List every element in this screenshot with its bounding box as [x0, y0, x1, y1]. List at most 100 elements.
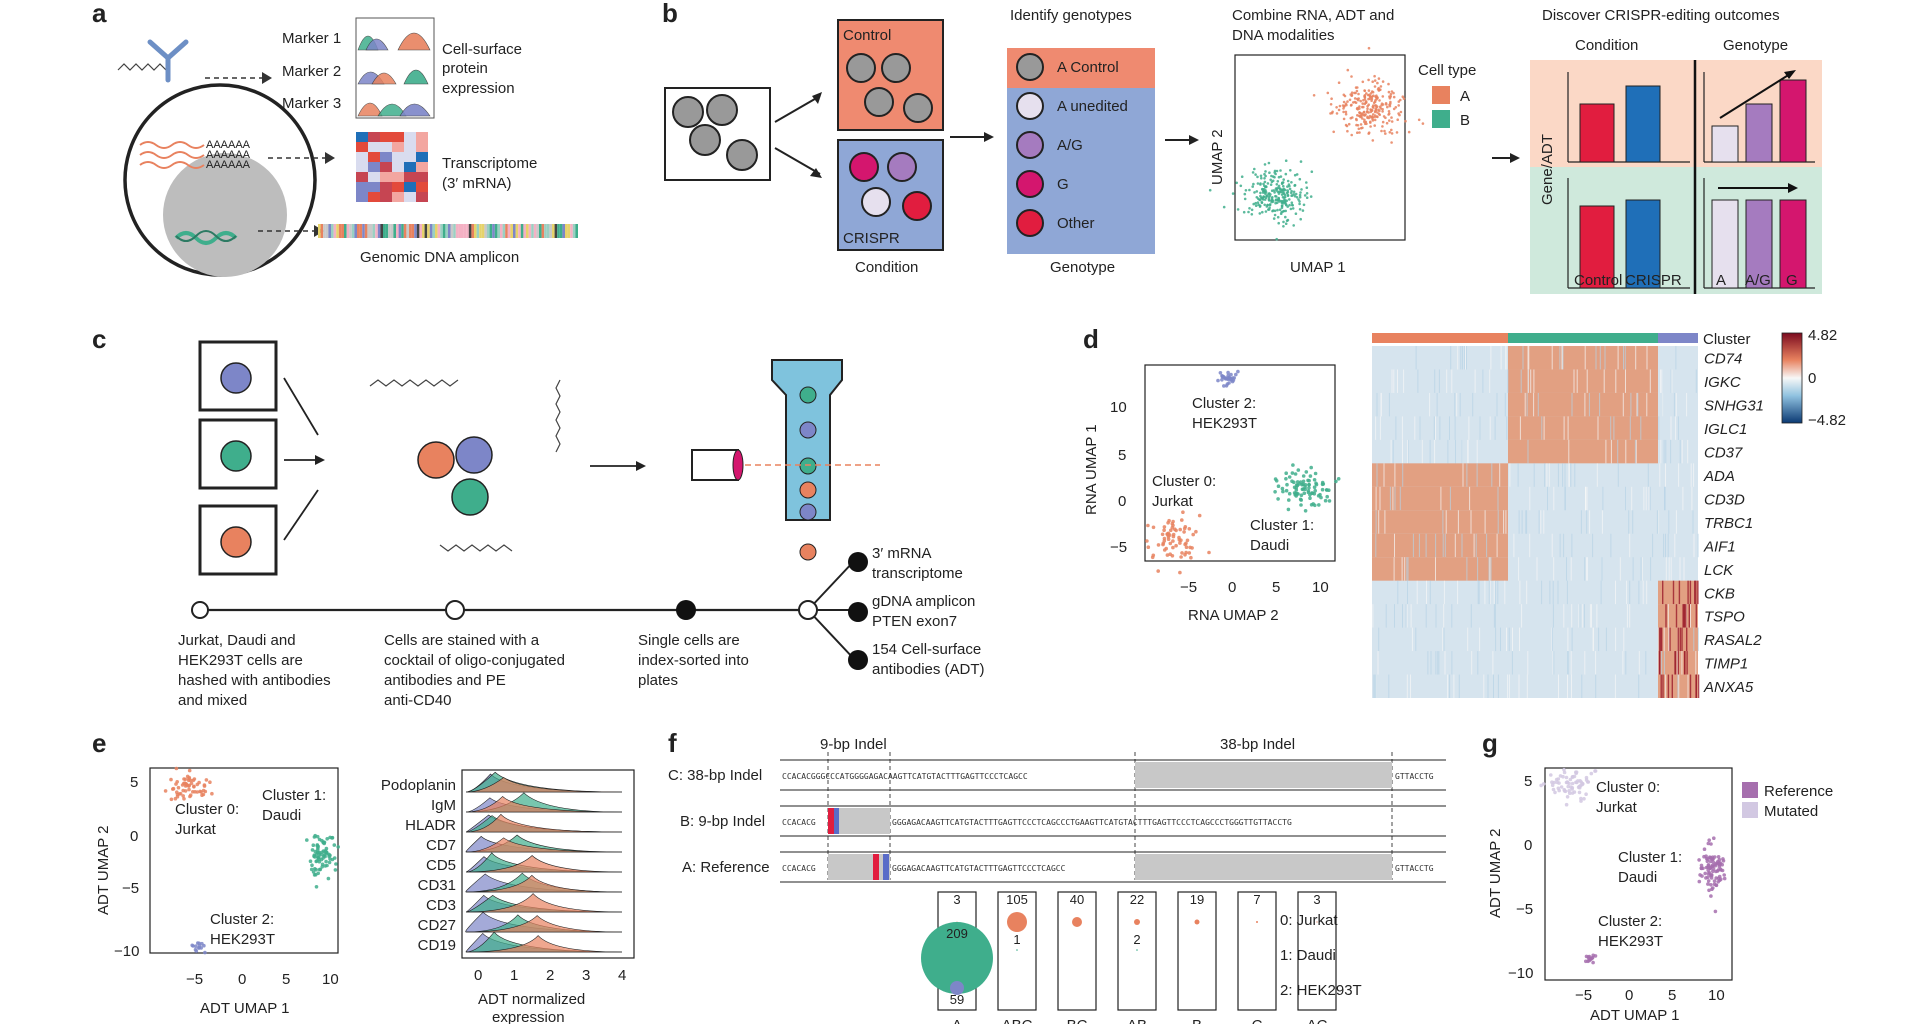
d-heat-stripe [1623, 346, 1624, 370]
e-ylabel: ADT UMAP 2 [95, 826, 112, 915]
umap-point-b [1294, 212, 1298, 215]
umap-point-a [1386, 105, 1389, 109]
heat-cell [380, 152, 392, 162]
dna-band [458, 224, 461, 238]
g-point-jurkat [1593, 769, 1597, 773]
e-point-jurkat [192, 784, 196, 789]
d-heat-stripe [1552, 604, 1554, 628]
d-umap-box [1144, 364, 1336, 562]
d-xtick-2: 5 [1272, 579, 1280, 596]
ridge-marker-label: CD7 [426, 837, 456, 854]
d-heat-stripe [1508, 674, 1510, 698]
umap-point-a [1363, 95, 1367, 99]
d-heat-stripe [1664, 486, 1666, 511]
umap-point-a [1372, 104, 1375, 107]
d-heat-stripe-dark [1660, 627, 1662, 652]
d-heat-stripe [1571, 604, 1573, 628]
dna-band [448, 224, 451, 238]
d-heat-stripe [1563, 533, 1565, 558]
d-heat-stripe [1553, 557, 1555, 581]
umap-point-a [1384, 102, 1388, 105]
g-point-jurkat [1568, 777, 1573, 782]
d-heat-stripe [1691, 486, 1693, 511]
d-heat-stripe [1551, 533, 1553, 558]
heat-cell [392, 182, 404, 192]
heat-cell [404, 152, 416, 162]
umap-point-a [1353, 91, 1356, 95]
d-point-jurkat [1167, 518, 1171, 523]
d-heat-stripe [1668, 557, 1670, 581]
g-point-jurkat [1571, 775, 1575, 779]
d-heat-stripe [1584, 651, 1586, 675]
e-point-hek [190, 943, 194, 948]
heat-cell [380, 132, 392, 142]
umap-point-a [1395, 131, 1399, 134]
g-point-daudi [1706, 841, 1711, 846]
d-point-daudi [1313, 471, 1318, 476]
e-point-hek [200, 941, 204, 946]
e-point-daudi [322, 853, 327, 857]
dna-band [461, 224, 464, 238]
umap-point-b [1282, 184, 1285, 188]
g-point-daudi [1716, 855, 1721, 859]
d-heat-stripe [1561, 346, 1563, 370]
d-heat-stripe [1405, 604, 1407, 628]
d-heat-stripe [1592, 533, 1594, 558]
d-heat-stripe [1675, 416, 1677, 440]
d-point-daudi [1284, 471, 1288, 476]
umap-point-a [1364, 113, 1367, 116]
d-heat-stripe [1394, 604, 1395, 628]
g-point-jurkat [1581, 782, 1585, 786]
d-heat-stripe [1652, 533, 1654, 558]
d-heat-stripe [1562, 346, 1564, 370]
ridge-xtick: 4 [618, 967, 626, 984]
umap-point-a [1341, 104, 1345, 107]
d-heat-stripe-dark [1671, 674, 1673, 698]
heat-cell [380, 192, 392, 202]
g-ytick-1: 0 [1524, 837, 1532, 854]
d-heat-stripe [1613, 416, 1615, 440]
d-point-jurkat [1183, 553, 1187, 557]
umap-point-a [1392, 95, 1396, 99]
ridge-curve [465, 796, 623, 813]
e-point-daudi [320, 850, 325, 855]
d-heat-stripe [1648, 486, 1650, 511]
d-heat-stripe [1493, 580, 1495, 605]
dna-band [453, 224, 456, 238]
discover-title: Discover CRISPR-editing outcomes [1542, 7, 1780, 24]
e-ytick-2: −5 [122, 880, 139, 897]
d-heat-stripe [1379, 416, 1381, 440]
d-heat-stripe [1527, 651, 1529, 675]
f-box [1117, 891, 1157, 1011]
e-point-daudi [310, 863, 314, 867]
d-heat-stripe [1668, 627, 1670, 652]
d-heat-stripe [1419, 416, 1421, 440]
umap-point-a [1335, 112, 1339, 115]
g-point-jurkat [1555, 780, 1559, 785]
umap-point-b [1288, 187, 1292, 191]
umap-point-b [1252, 182, 1255, 186]
umap-point-b [1267, 161, 1271, 165]
umap-point-b [1294, 192, 1298, 196]
d-heat-stripe [1375, 416, 1377, 440]
d-heat-stripe [1670, 439, 1672, 464]
g-cluster2-l2: HEK293T [1598, 933, 1663, 950]
umap-point-b [1305, 192, 1309, 195]
e-ytick-3: −10 [114, 943, 139, 960]
umap-point-b [1271, 199, 1274, 202]
umap-point-b [1298, 177, 1302, 181]
umap-point-b [1268, 206, 1271, 209]
g-cluster0-l1: Cluster 0: [1596, 779, 1660, 796]
f-box-name: A [952, 1017, 962, 1024]
d-heat-stripe [1678, 463, 1680, 487]
d-heat-stripe [1430, 651, 1432, 675]
d-heat-stripe [1538, 510, 1540, 534]
d-heat-stripe [1624, 346, 1626, 370]
e-point-daudi [332, 856, 337, 860]
genotype-list: A Control A unedited A/G G Other [1016, 53, 1128, 237]
g-point-daudi [1708, 859, 1713, 864]
dna-band [398, 224, 402, 238]
d-point-daudi [1308, 474, 1313, 478]
output3-line2: antibodies (ADT) [872, 661, 985, 678]
g-ylabel: ADT UMAP 2 [1487, 829, 1504, 918]
